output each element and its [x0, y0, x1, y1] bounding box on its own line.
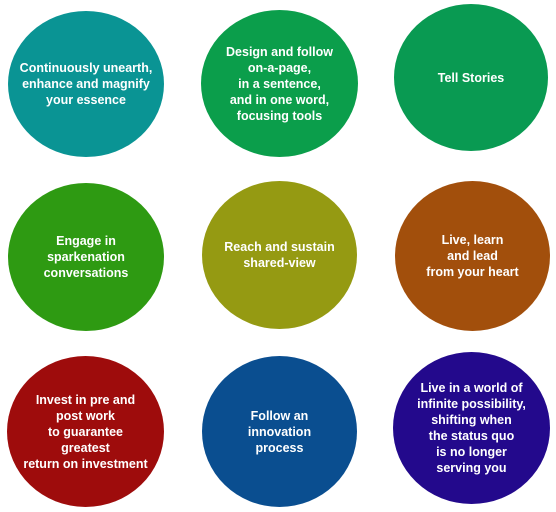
- circle-label-possibility: Live in a world of infinite possibility,…: [417, 381, 526, 475]
- circle-possibility: Live in a world of infinite possibility,…: [393, 352, 550, 504]
- circle-label-sparkenation: Engage in sparkenation conversations: [43, 234, 129, 280]
- circle-label-shared-view: Reach and sustain shared-view: [224, 240, 335, 270]
- circle-tell-stories: Tell Stories: [394, 4, 548, 151]
- circle-focusing-tools: Design and follow on-a-page, in a senten…: [201, 10, 358, 157]
- circle-heart: Live, learn and lead from your heart: [395, 181, 550, 331]
- circle-label-heart: Live, learn and lead from your heart: [426, 233, 519, 279]
- circle-label-tell-stories: Tell Stories: [437, 70, 505, 85]
- circle-innovation: Follow an innovation process: [202, 356, 357, 507]
- circle-sparkenation: Engage in sparkenation conversations: [8, 183, 164, 331]
- circle-invest: Invest in pre and post work to guarantee…: [7, 356, 164, 507]
- circle-label-invest: Invest in pre and post work to guarantee…: [23, 392, 148, 471]
- circle-shared-view: Reach and sustain shared-view: [202, 181, 357, 329]
- circle-label-focusing-tools: Design and follow on-a-page, in a senten…: [226, 44, 333, 123]
- circle-essence: Continuously unearth, enhance and magnif…: [8, 11, 164, 157]
- circle-label-innovation: Follow an innovation process: [247, 408, 312, 455]
- circle-label-essence: Continuously unearth, enhance and magnif…: [19, 61, 153, 107]
